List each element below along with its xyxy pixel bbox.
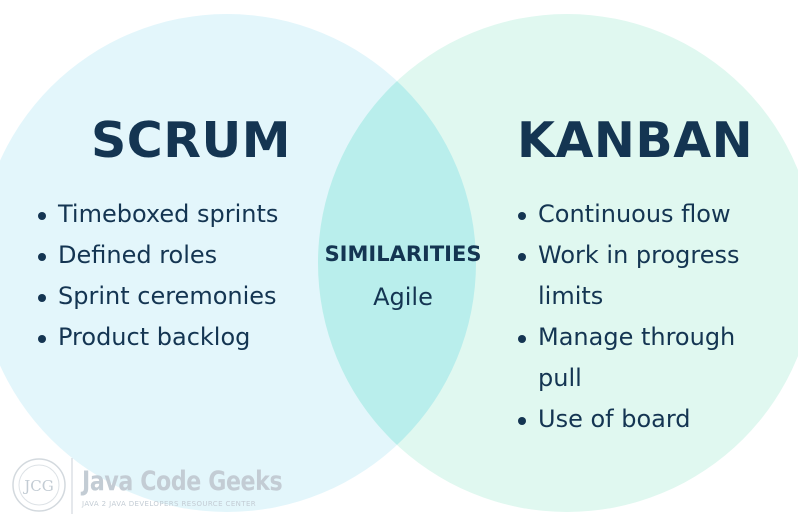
brand-wordmark: Java Code Geeks — [82, 466, 283, 497]
jcg-monogram-icon: JCG — [12, 458, 66, 512]
list-item: Use of board — [516, 399, 786, 440]
kanban-title: KANBAN — [517, 112, 754, 169]
brand-tagline: JAVA 2 JAVA DEVELOPERS RESOURCE CENTER — [82, 500, 257, 508]
similarities-title: SIMILARITIES — [324, 242, 482, 266]
list-item: Defined roles — [36, 235, 316, 276]
jcg-logo: JCG — [12, 458, 73, 514]
list-item: Work in progress limits — [516, 235, 786, 317]
list-item: Manage through pull — [516, 317, 786, 399]
jcg-monogram-text: JCG — [22, 477, 53, 495]
list-item: Continuous flow — [516, 194, 786, 235]
scrum-title: SCRUM — [91, 112, 292, 169]
scrum-item-list: Timeboxed sprints Defined roles Sprint c… — [36, 194, 316, 358]
list-item: Timeboxed sprints — [36, 194, 316, 235]
list-item: Sprint ceremonies — [36, 276, 316, 317]
list-item: Product backlog — [36, 317, 316, 358]
similarities-item: Agile — [373, 283, 433, 311]
kanban-item-list: Continuous flow Work in progress limits … — [516, 194, 786, 440]
similarities-overlap — [318, 14, 476, 512]
